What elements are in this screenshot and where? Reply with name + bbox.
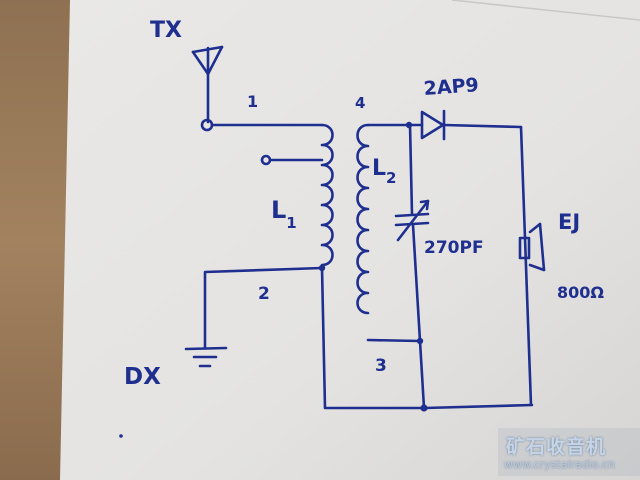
terminal-2-label: 2 bbox=[258, 284, 270, 304]
watermark-url: www.crystalradio.cn bbox=[504, 458, 615, 471]
earphone-symbol bbox=[518, 222, 546, 272]
wire-l2-bottom bbox=[366, 338, 422, 343]
wire-diode-out bbox=[442, 123, 523, 129]
watermark-band bbox=[498, 428, 640, 476]
watermark-site-name: 矿石收音机 bbox=[506, 436, 607, 458]
coil-l1-subscript: 1 bbox=[286, 214, 297, 232]
terminal-1-label: 1 bbox=[247, 92, 259, 111]
coil-l1 bbox=[320, 123, 334, 267]
junction-dot-top bbox=[405, 121, 413, 129]
coil-l2-subscript: 2 bbox=[386, 169, 397, 187]
capacitor-label: 270PF bbox=[424, 238, 484, 258]
wire-cap-top bbox=[408, 123, 414, 216]
junction-dot-rail bbox=[420, 404, 428, 412]
coil-l2-letter: L bbox=[372, 156, 387, 181]
wire-right-rail bbox=[519, 125, 533, 407]
wire-ground bbox=[203, 266, 324, 350]
earphone-label: EJ bbox=[558, 210, 581, 234]
terminal-4-label: 4 bbox=[355, 94, 366, 112]
paper-fold bbox=[451, 0, 640, 21]
junction-dot-cap bbox=[416, 337, 424, 345]
earphone-impedance: 800Ω bbox=[557, 283, 604, 302]
ground-symbol bbox=[184, 346, 228, 368]
coil-l1-letter: L bbox=[271, 196, 287, 224]
junction-dot-l1 bbox=[318, 264, 326, 272]
wire-cap-bottom bbox=[411, 223, 422, 343]
diode-label: 2AP9 bbox=[423, 74, 480, 100]
coil-l2-label: L2 bbox=[372, 156, 396, 187]
terminal-3-label: 3 bbox=[375, 356, 387, 376]
variable-capacitor bbox=[394, 199, 430, 242]
antenna-symbol bbox=[191, 45, 224, 124]
coil-l1-label: L1 bbox=[271, 196, 297, 232]
antenna-label: TX bbox=[150, 18, 182, 43]
wire-l1-bottom bbox=[320, 266, 534, 410]
wire-cap-rail bbox=[418, 339, 426, 410]
stray-ink-mark bbox=[119, 434, 123, 438]
coil-l2 bbox=[356, 123, 370, 315]
ground-label: DX bbox=[124, 364, 161, 390]
